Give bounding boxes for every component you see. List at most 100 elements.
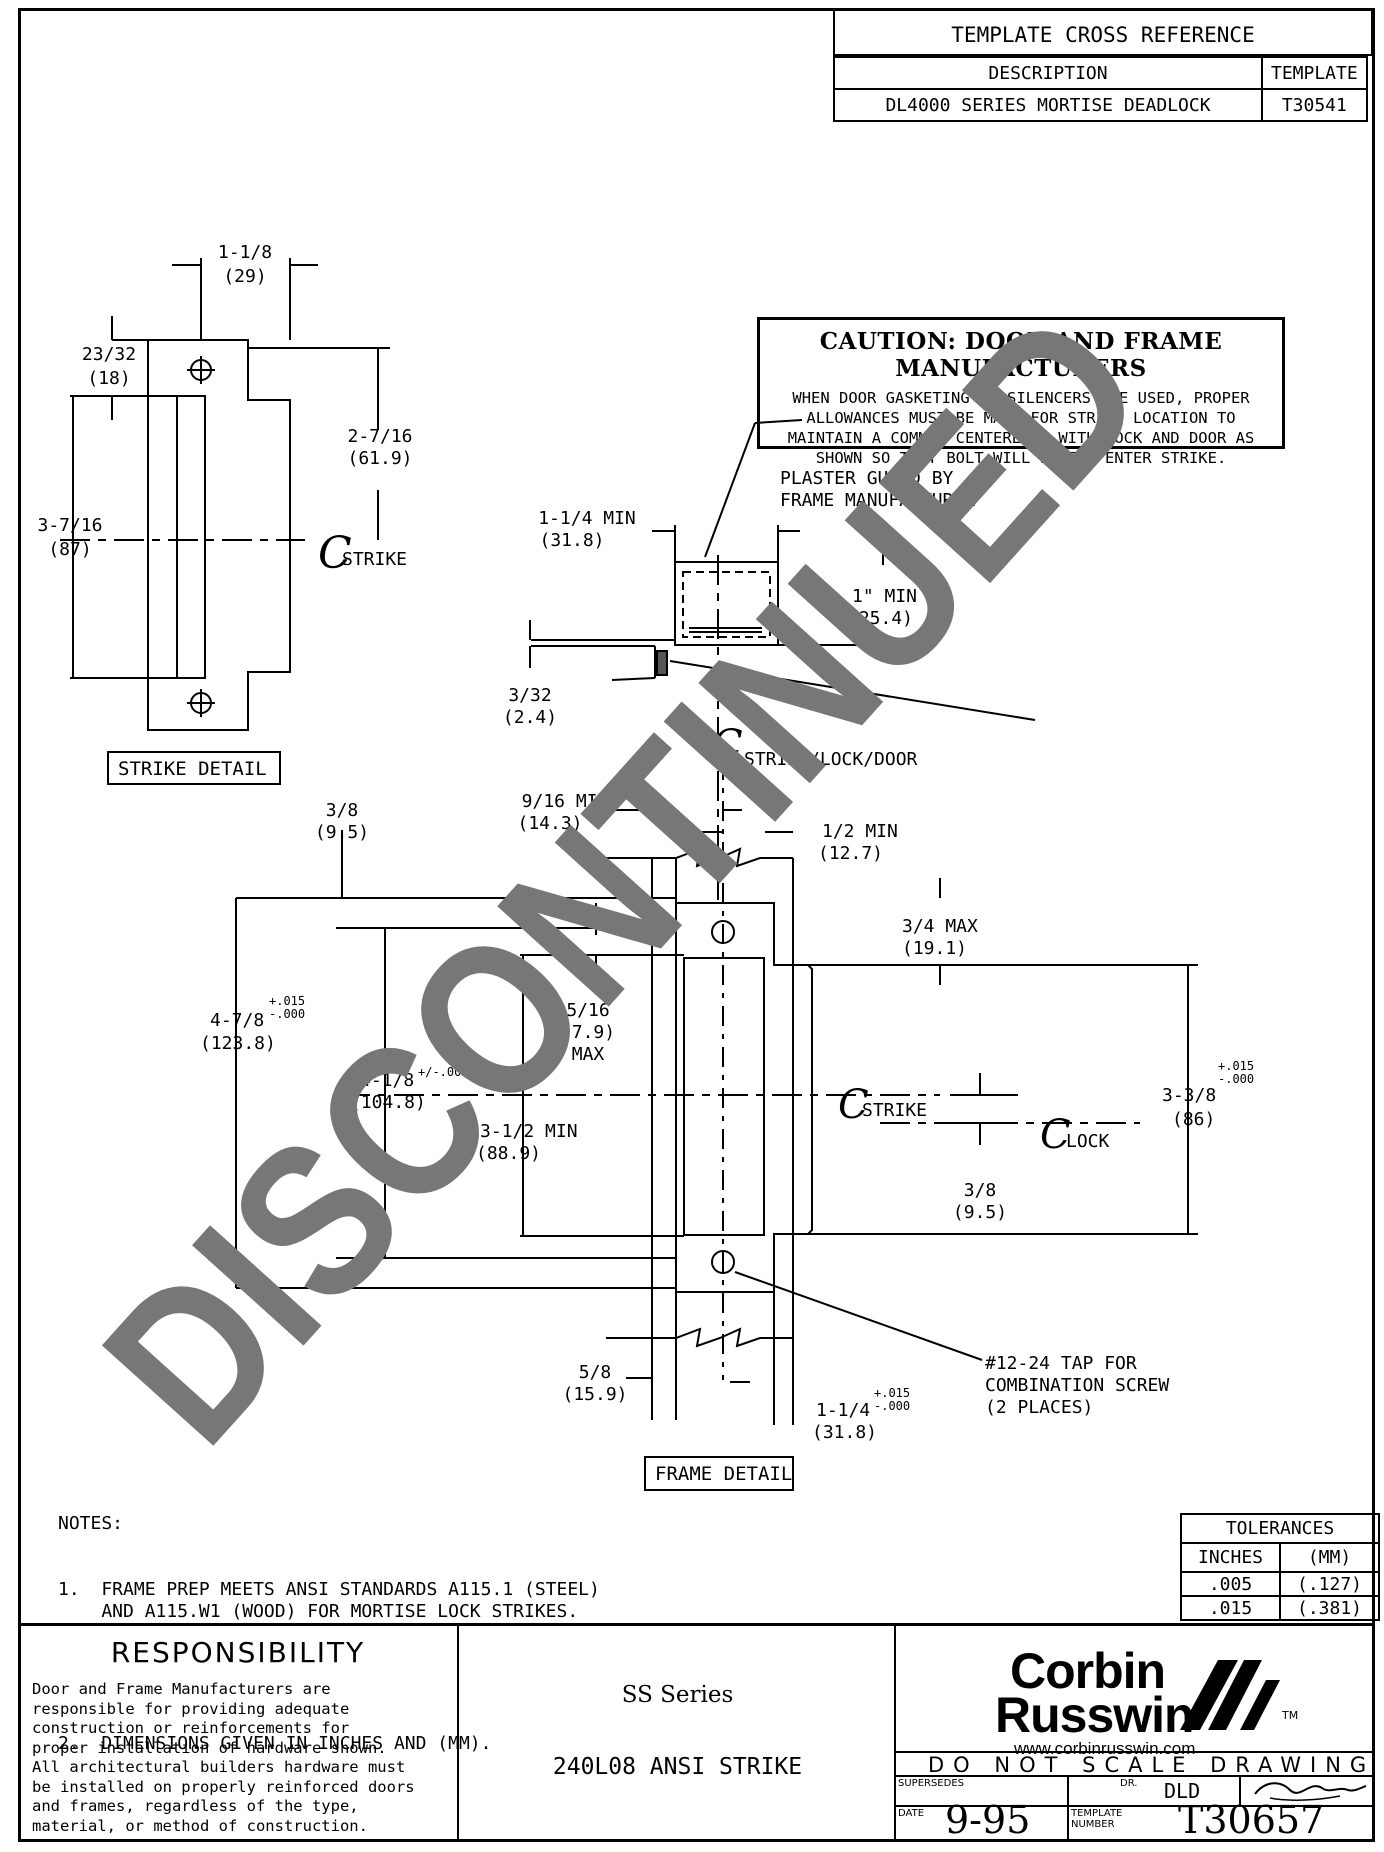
strike-centerline-label: STRIKE bbox=[342, 549, 408, 570]
frame-d3-mm: (12.7) bbox=[818, 843, 884, 864]
centerline-symbol-3: C bbox=[838, 1082, 869, 1128]
strike-opening bbox=[176, 395, 206, 679]
supersedes-label: SUPERSEDES bbox=[898, 1778, 964, 1789]
dr-label: DR. bbox=[1120, 1778, 1138, 1789]
strike-detail-label: STRIKE DETAIL bbox=[118, 758, 267, 780]
brand-url: www.corbinrusswin.com bbox=[1014, 1739, 1196, 1758]
tolerances-col-mm: (MM) bbox=[1279, 1542, 1380, 1573]
centerline-symbol: C bbox=[318, 528, 352, 579]
signature bbox=[1254, 1782, 1367, 1801]
caution-line-3: MAINTAIN A COMMON CENTERLINE WITH LOCK A… bbox=[787, 429, 1255, 447]
frame-d6-in: 5/16 bbox=[566, 1000, 610, 1021]
centerline-symbol-4: C bbox=[1040, 1112, 1071, 1158]
caution-heading: CAUTION: DOOR AND FRAME MANUFACTURERS bbox=[819, 328, 1223, 382]
tolerance-r1-mm: (.127) bbox=[1279, 1571, 1380, 1597]
plaster-guard-label-1: PLASTER GUARD BY bbox=[780, 468, 954, 489]
guard-offset-mm: (2.4) bbox=[502, 707, 558, 728]
frame-d9-tol: +.015 -.000 bbox=[1218, 1059, 1255, 1086]
note-1: 1. FRAME PREP MEETS ANSI STANDARDS A115.… bbox=[58, 1579, 600, 1622]
frame-d6-mm: (7.9) bbox=[560, 1022, 616, 1043]
strike-width-mm: (29) bbox=[223, 266, 267, 287]
frame-d12-mm: (31.8) bbox=[812, 1422, 878, 1443]
template-number-label: TEMPLATE NUMBER bbox=[1071, 1808, 1123, 1830]
logo-stripes-icon bbox=[1180, 1660, 1280, 1730]
template-number-value: T30657 bbox=[1178, 1798, 1325, 1842]
guard-depth-in: 1" MIN bbox=[852, 586, 918, 607]
tap-label-2: COMBINATION SCREW bbox=[985, 1375, 1170, 1396]
strike-height-mm: (87) bbox=[48, 539, 92, 560]
frame-d7-tol: +/-.005 bbox=[418, 1065, 469, 1079]
frame-d9-in: 3-3/8 bbox=[1162, 1085, 1217, 1106]
date-label: DATE bbox=[898, 1808, 925, 1819]
tolerance-r1-in: .005 bbox=[1180, 1571, 1281, 1597]
tolerance-r2-mm: (.381) bbox=[1279, 1595, 1380, 1621]
xref-row-description: DL4000 SERIES MORTISE DEADLOCK bbox=[833, 88, 1263, 122]
centerline-strike-lock-door: STRIKE/LOCK/DOOR bbox=[744, 749, 918, 770]
dr-value: DLD bbox=[1164, 1779, 1201, 1803]
xref-col-template: TEMPLATE bbox=[1261, 56, 1368, 90]
strike-width-in: 1-1/8 bbox=[217, 242, 273, 263]
frame-d11-in: 5/8 bbox=[578, 1362, 612, 1383]
tolerances-col-inches: INCHES bbox=[1180, 1542, 1281, 1573]
tap-label-3: (2 PLACES) bbox=[985, 1397, 1094, 1418]
guard-offset-in: 3/32 bbox=[508, 685, 552, 706]
xref-title: TEMPLATE CROSS REFERENCE bbox=[951, 23, 1255, 47]
brand-corbin: Corbin bbox=[1010, 1643, 1166, 1699]
frame-d4-mm: (19.1) bbox=[902, 938, 968, 959]
frame-d10-in: 3/8 bbox=[963, 1180, 997, 1201]
strike-height-in: 3-7/16 bbox=[37, 515, 103, 536]
frame-detail-label-box bbox=[644, 1456, 794, 1491]
frame-d9-mm: (86) bbox=[1172, 1109, 1216, 1130]
frame-detail-label: FRAME DETAIL bbox=[655, 1463, 793, 1485]
frame-d8-mm: (88.9) bbox=[476, 1143, 542, 1164]
frame-d5-tol: +.015 -.000 bbox=[269, 994, 306, 1021]
frame-d2-in: 9/16 MIN bbox=[521, 791, 609, 812]
guard-depth-mm: (25.4) bbox=[848, 608, 914, 629]
strike-center-in: 2-7/16 bbox=[347, 426, 413, 447]
caution-line-2: ALLOWANCES MUST BE MADE FOR STRIKE LOCAT… bbox=[806, 409, 1236, 427]
strike-top-in: 23/32 bbox=[81, 344, 137, 365]
frame-centerline-strike: STRIKE bbox=[862, 1100, 928, 1121]
tolerance-r2-in: .015 bbox=[1180, 1595, 1281, 1621]
strike-opening-frame bbox=[683, 957, 765, 1236]
drawing-border bbox=[18, 8, 1375, 1842]
note-2: 2. DIMENSIONS GIVEN IN INCHES AND (MM). bbox=[58, 1733, 492, 1754]
strike-detail-label-box bbox=[107, 751, 281, 785]
centerline-symbol-2: C bbox=[712, 722, 743, 768]
frame-d7-in: 4-1/8 bbox=[360, 1070, 415, 1091]
xref-title-box bbox=[833, 10, 1373, 56]
strike-center-mm: (61.9) bbox=[347, 448, 413, 469]
frame-d8-in: 3-1/2 MIN bbox=[480, 1121, 578, 1142]
do-not-scale: DO NOT SCALE DRAWING bbox=[928, 1753, 1376, 1777]
notes-section: NOTES: 1. FRAME PREP MEETS ANSI STANDARD… bbox=[58, 1469, 600, 1777]
frame-d10-mm: (9.5) bbox=[952, 1202, 1008, 1223]
tolerances-table: TOLERANCES INCHES (MM) .005 (.127) .015 … bbox=[1180, 1513, 1380, 1621]
brand-russwin: Russwin bbox=[995, 1687, 1195, 1743]
caution-box: CAUTION: DOOR AND FRAME MANUFACTURERS WH… bbox=[757, 317, 1285, 467]
notes-title: NOTES: bbox=[58, 1513, 124, 1534]
frame-screw-hole-bottom bbox=[711, 1250, 735, 1274]
frame-d1-mm: (9.5) bbox=[314, 822, 370, 843]
frame-d12-in: 1-1/4 bbox=[816, 1400, 871, 1421]
caution-line-4: SHOWN SO THAT BOLT WILL FREELY ENTER STR… bbox=[815, 449, 1227, 467]
date-value: 9-95 bbox=[945, 1798, 1031, 1842]
responsibility-title: RESPONSIBILITY bbox=[110, 1636, 366, 1669]
strike-top-mm: (18) bbox=[87, 368, 131, 389]
tolerances-title: TOLERANCES bbox=[1180, 1513, 1380, 1544]
tap-label-1: #12-24 TAP FOR bbox=[985, 1353, 1137, 1374]
frame-d7-mm: (104.8) bbox=[350, 1092, 426, 1113]
frame-d1-in: 3/8 bbox=[325, 800, 359, 821]
xref-col-description: DESCRIPTION bbox=[833, 56, 1263, 90]
frame-d12-tol: +.015 -.000 bbox=[874, 1386, 911, 1413]
guard-width-mm: (31.8) bbox=[539, 530, 605, 551]
title-block bbox=[18, 1623, 1375, 1842]
xref-row-template: T30541 bbox=[1261, 88, 1368, 122]
frame-d3-in: 1/2 MIN bbox=[822, 821, 898, 842]
frame-d4-in: 3/4 MAX bbox=[902, 916, 978, 937]
strike-plate-outline bbox=[147, 339, 291, 731]
plaster-guard-label-2: FRAME MANUFACTURER bbox=[780, 490, 976, 511]
template-cross-reference-table: DESCRIPTION TEMPLATE DL4000 SERIES MORTI… bbox=[833, 56, 1368, 122]
frame-d5-mm: (123.8) bbox=[200, 1033, 276, 1054]
responsibility-text: Door and Frame Manufacturers are respons… bbox=[32, 1680, 415, 1835]
